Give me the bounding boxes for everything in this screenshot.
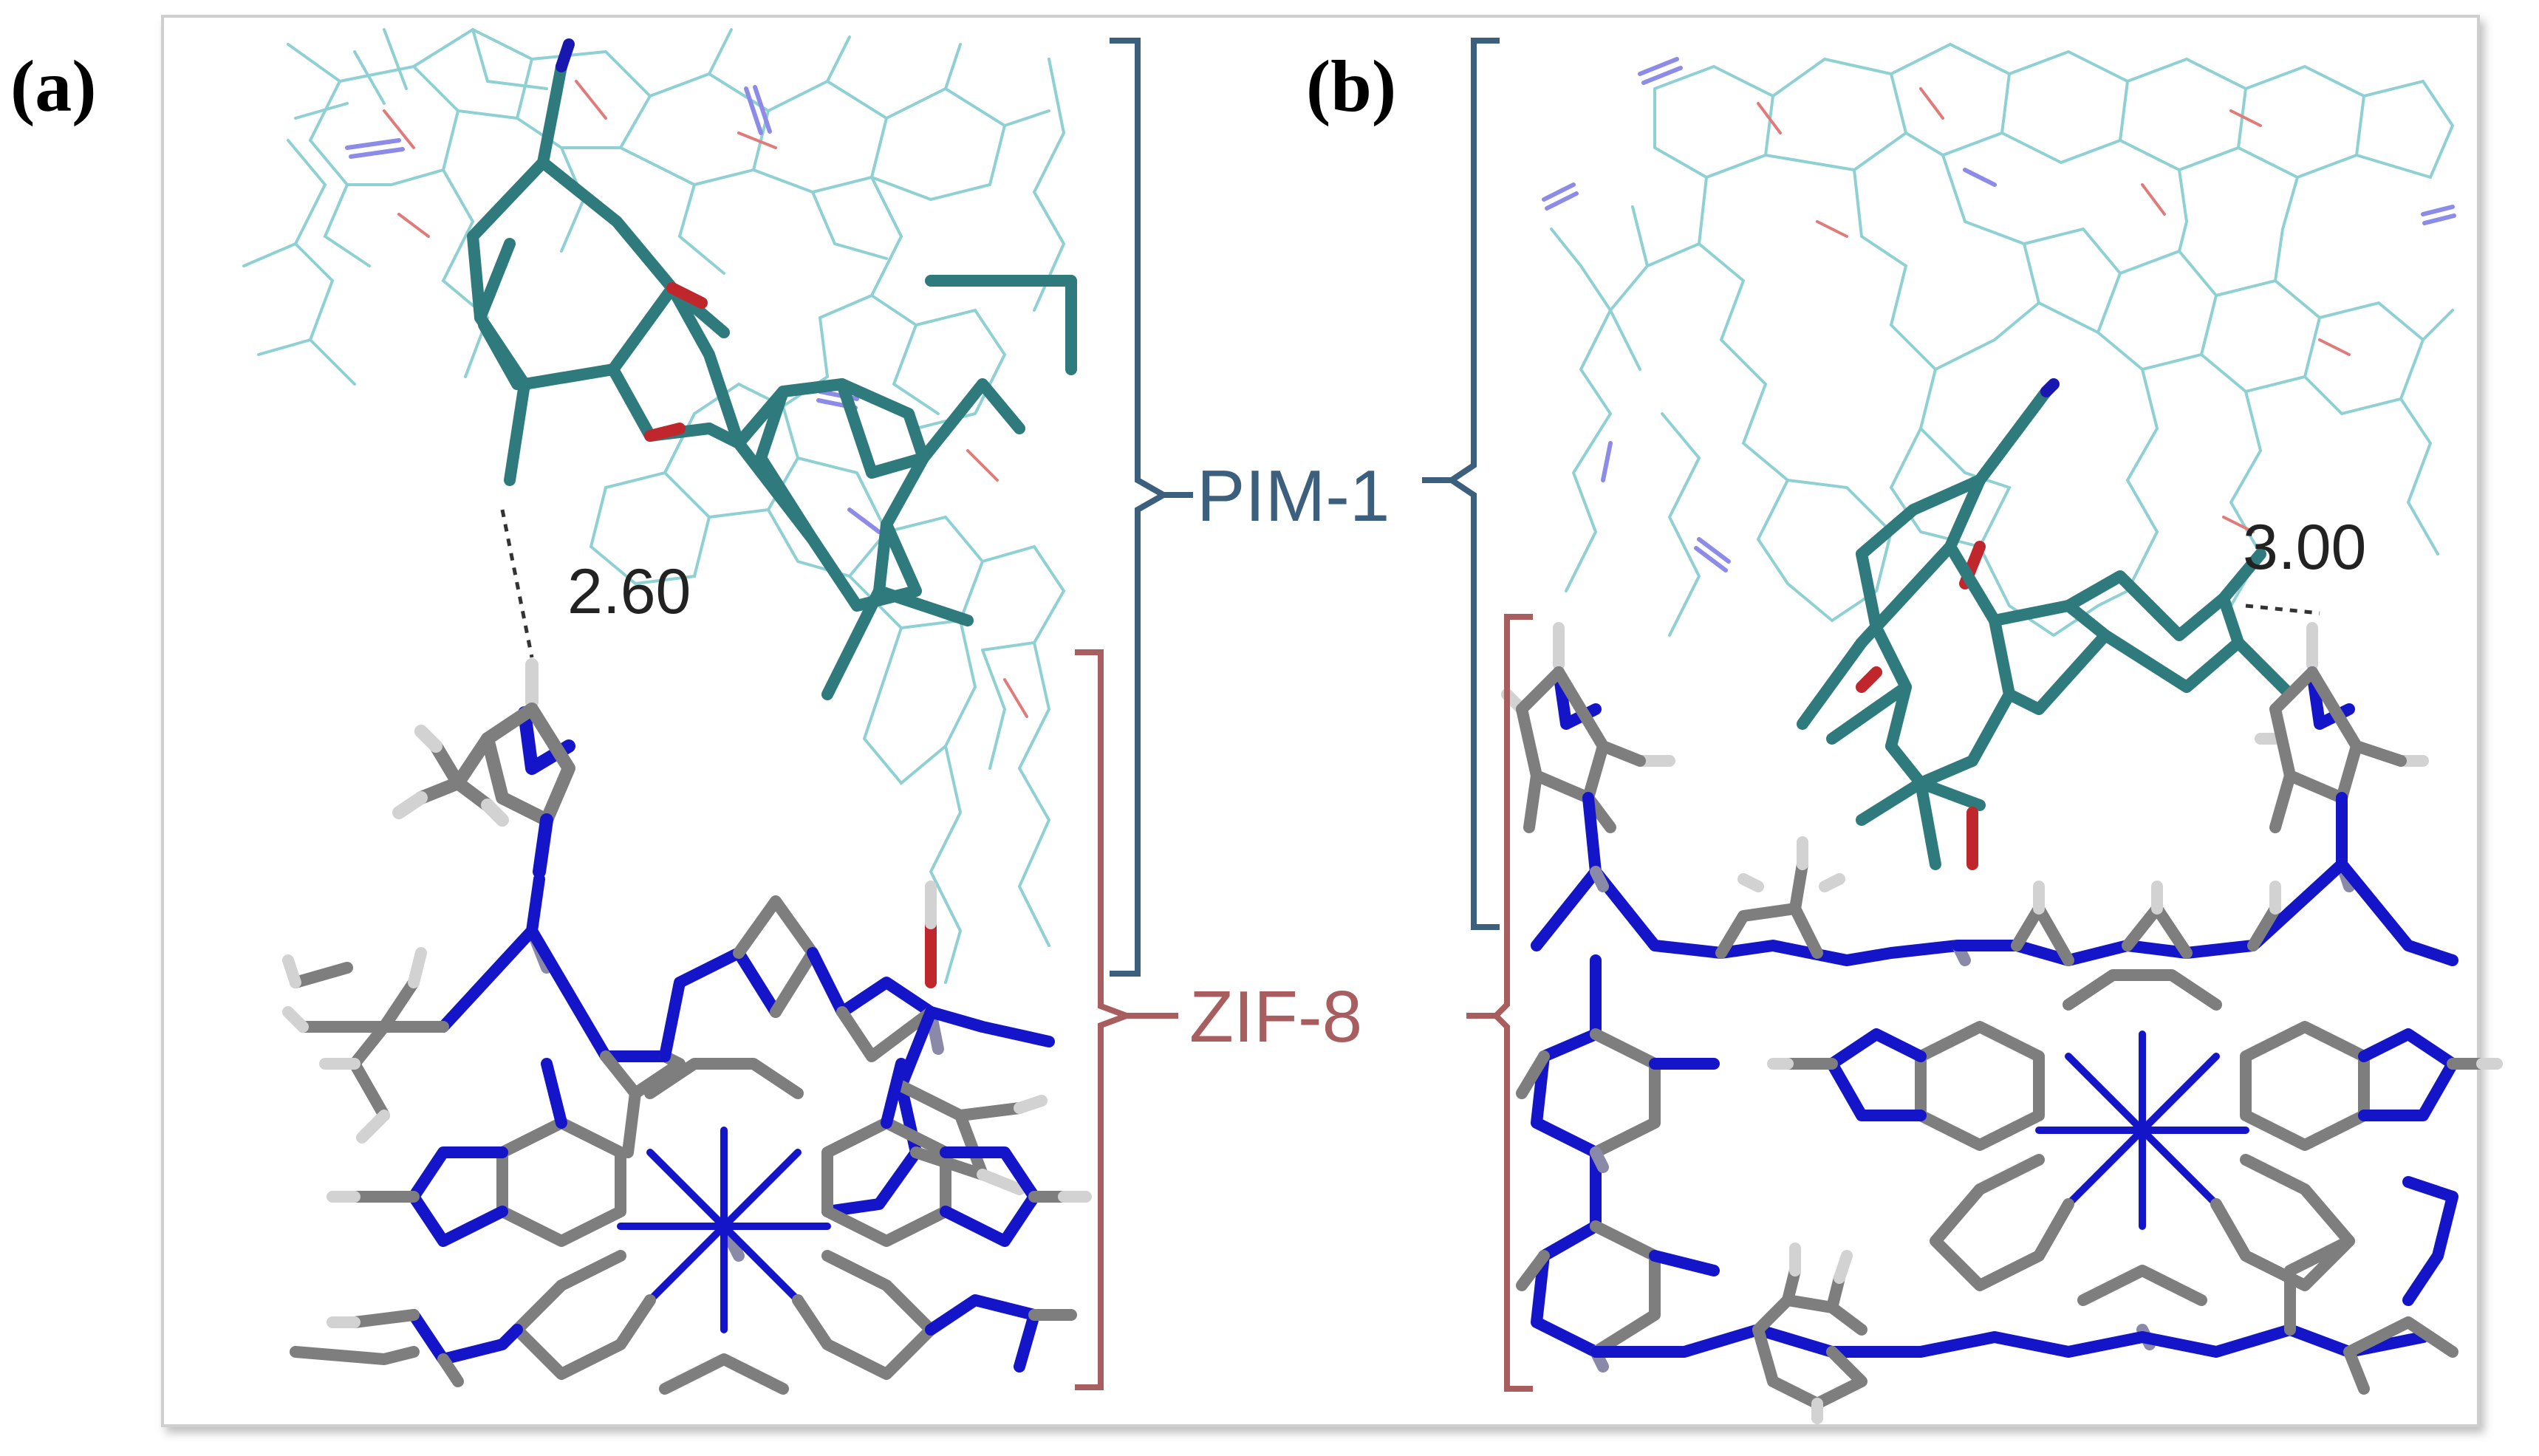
panel-a-label: (a)	[10, 45, 97, 127]
panel-a-zif-framework	[282, 658, 1092, 1395]
panel-a-structure: 2.60	[242, 27, 1092, 1395]
panel-b-structure: 3.00	[1501, 42, 2503, 1424]
panel-b-pim-bracket	[1446, 38, 1500, 930]
panel-a-probe-molecule	[467, 38, 1077, 700]
panel-b-pim-matrix	[1542, 42, 2456, 638]
panel-a-pim-matrix	[242, 27, 1066, 984]
panel-b-label: (b)	[1306, 45, 1396, 127]
panel-b-zif-framework	[1501, 622, 2503, 1424]
panel-b-zif-bracket	[1491, 614, 1533, 1392]
panel-a-hbond-dashes	[500, 509, 534, 658]
panel-b-hbond-dashes	[2245, 604, 2320, 615]
panel-b-distance-label: 3.00	[2243, 512, 2366, 583]
panel-b-probe-molecule	[1797, 378, 2296, 870]
zif-bracket-label: ZIF-8	[1189, 976, 1362, 1057]
pim-bracket-label: PIM-1	[1197, 455, 1390, 536]
figure-frame	[161, 15, 2480, 1427]
panel-a-distance-label: 2.60	[567, 556, 691, 627]
